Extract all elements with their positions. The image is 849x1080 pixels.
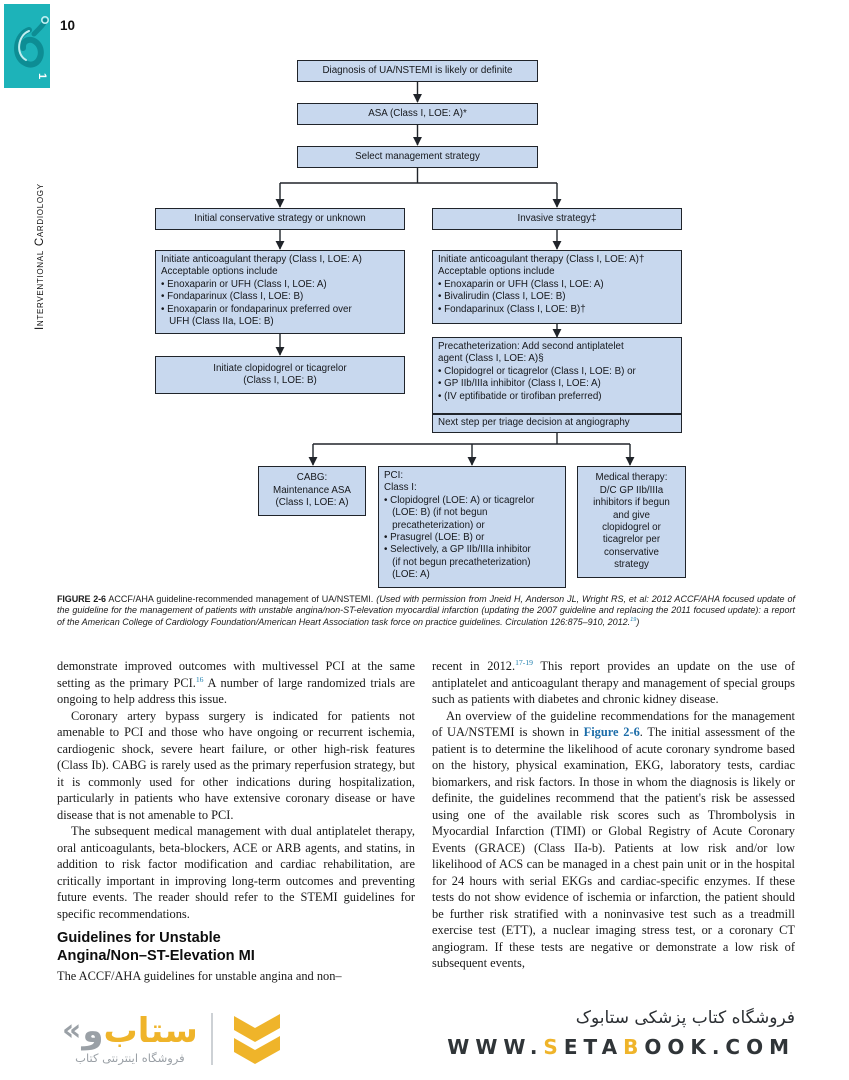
flow-box-asa: ASA (Class I, LOE: A)*: [297, 103, 538, 125]
flow-box-invasive-strategy: Invasive strategy‡: [432, 208, 682, 230]
bookstore-website: WWW.SETABOOK.COM: [447, 1035, 795, 1059]
section-heading-line1: Guidelines for Unstable: [57, 930, 221, 946]
figure-caption: FIGURE 2-6 ACCF/AHA guideline-recommende…: [57, 594, 795, 627]
flow-box-conservative-anticoagulant: Initiate anticoagulant therapy (Class I,…: [155, 250, 405, 334]
page-number: 10: [60, 18, 76, 33]
flow-box-invasive-anticoagulant: Initiate anticoagulant therapy (Class I,…: [432, 250, 682, 324]
paragraph: An overview of the guideline recommendat…: [432, 708, 795, 971]
article-body: demonstrate improved outcomes with multi…: [57, 658, 795, 992]
footer-divider: [210, 1013, 213, 1065]
flowchart-connectors: [275, 82, 635, 466]
publisher-swirl-icon: [14, 16, 49, 68]
wordmark-kaf-chevron: «: [62, 1013, 82, 1048]
bookstore-tagline: فروشگاه اینترنتی کتاب: [75, 1051, 185, 1065]
flow-box-select-strategy: Select management strategy: [297, 146, 538, 168]
bookstore-title-fa: فروشگاه کتاب پزشکی ستابوک: [575, 1008, 795, 1028]
flow-box-diagnosis: Diagnosis of UA/NSTEMI is likely or defi…: [297, 60, 538, 82]
wordmark-yellow-letters: ستاب: [103, 1011, 198, 1051]
flow-box-conservative-strategy: Initial conservative strategy or unknown: [155, 208, 405, 230]
flow-box-cabg: CABG:Maintenance ASA(Class I, LOE: A): [258, 466, 366, 516]
publisher-logo-square: 1: [4, 4, 50, 88]
flow-box-precatheterization: Precatheterization: Add second antiplate…: [432, 337, 682, 414]
chevron-emblem-icon: [233, 1014, 280, 1064]
flow-box-pci: PCI:Class I:• Clopidogrel (LOE: A) or ti…: [378, 466, 566, 588]
wordmark-gray-letter: و: [82, 1011, 104, 1051]
article-column-right: recent in 2012.17-19 This report provide…: [432, 658, 795, 992]
paragraph: recent in 2012.17-19 This report provide…: [432, 658, 795, 706]
flow-box-next-step-triage: Next step per triage decision at angiogr…: [432, 414, 682, 433]
paragraph: The ACCF/AHA guidelines for unstable ang…: [57, 969, 342, 983]
paragraph: The subsequent medical management with d…: [57, 824, 415, 921]
section-heading: Guidelines for Unstable Angina/Non–ST-El…: [57, 929, 415, 965]
flow-box-clopidogrel-ticagrelor: Initiate clopidogrel or ticagrelor(Class…: [155, 356, 405, 394]
paragraph: Coronary artery bypass surgery is indica…: [57, 708, 415, 822]
paragraph: demonstrate improved outcomes with multi…: [57, 659, 415, 706]
figure-2-6-flowchart: Diagnosis of UA/NSTEMI is likely or defi…: [155, 60, 686, 588]
section-heading-line2: Angina/Non–ST-Elevation MI: [57, 948, 255, 964]
article-column-left: demonstrate improved outcomes with multi…: [57, 658, 415, 992]
bookstore-contact-group: فروشگاه کتاب پزشکی ستابوک WWW.SETABOOK.C…: [447, 1008, 795, 1059]
